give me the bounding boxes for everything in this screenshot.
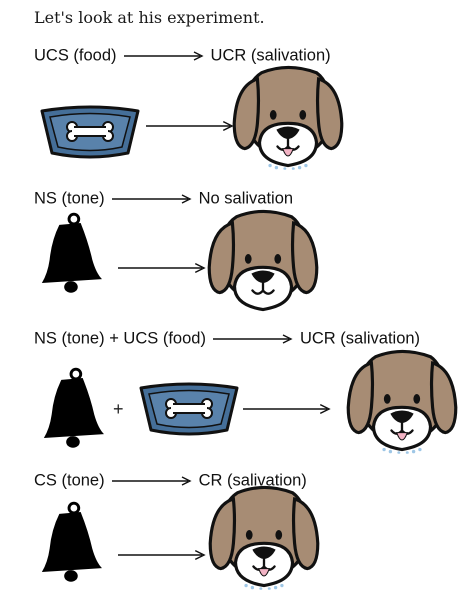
arrow-icon <box>211 334 295 344</box>
row-4-stimulus: CS (tone) <box>34 471 105 490</box>
arrow-icon <box>118 549 206 561</box>
row-4-response: CR (salivation) <box>198 471 307 490</box>
dog-face-icon <box>206 484 322 590</box>
row-1-response: UCR (salivation) <box>210 46 331 65</box>
row-2-response: No salivation <box>198 189 294 208</box>
dog-face-icon <box>344 348 460 454</box>
row-4-label: CS (tone) CR (salivation) <box>34 468 307 492</box>
arrow-icon <box>122 51 206 61</box>
plus-sign: + <box>113 399 124 419</box>
row-1-label: UCS (food) UCR (salivation) <box>34 43 331 67</box>
arrow-icon <box>118 262 206 274</box>
intro-text: Let's look at his experiment. <box>34 8 265 27</box>
bell-icon <box>38 211 102 295</box>
bell-icon <box>40 366 104 450</box>
dog-food-bowl-icon <box>36 101 144 163</box>
dog-face-icon <box>205 208 321 314</box>
arrow-icon <box>146 120 234 132</box>
row-3-label: NS (tone) + UCS (food) UCR (salivation) <box>34 326 420 350</box>
dog-face-icon <box>230 64 346 170</box>
arrow-icon <box>110 476 194 486</box>
row-1-stimulus: UCS (food) <box>34 46 117 65</box>
row-3-stimulus: NS (tone) + UCS (food) <box>34 329 206 348</box>
row-2-label: NS (tone) No salivation <box>34 186 293 210</box>
arrow-icon <box>243 403 331 415</box>
row-3-response: UCR (salivation) <box>299 329 421 348</box>
row-2-stimulus: NS (tone) <box>34 189 105 208</box>
arrow-icon <box>110 194 194 204</box>
bell-icon <box>38 500 102 584</box>
dog-food-bowl-icon <box>135 378 243 440</box>
